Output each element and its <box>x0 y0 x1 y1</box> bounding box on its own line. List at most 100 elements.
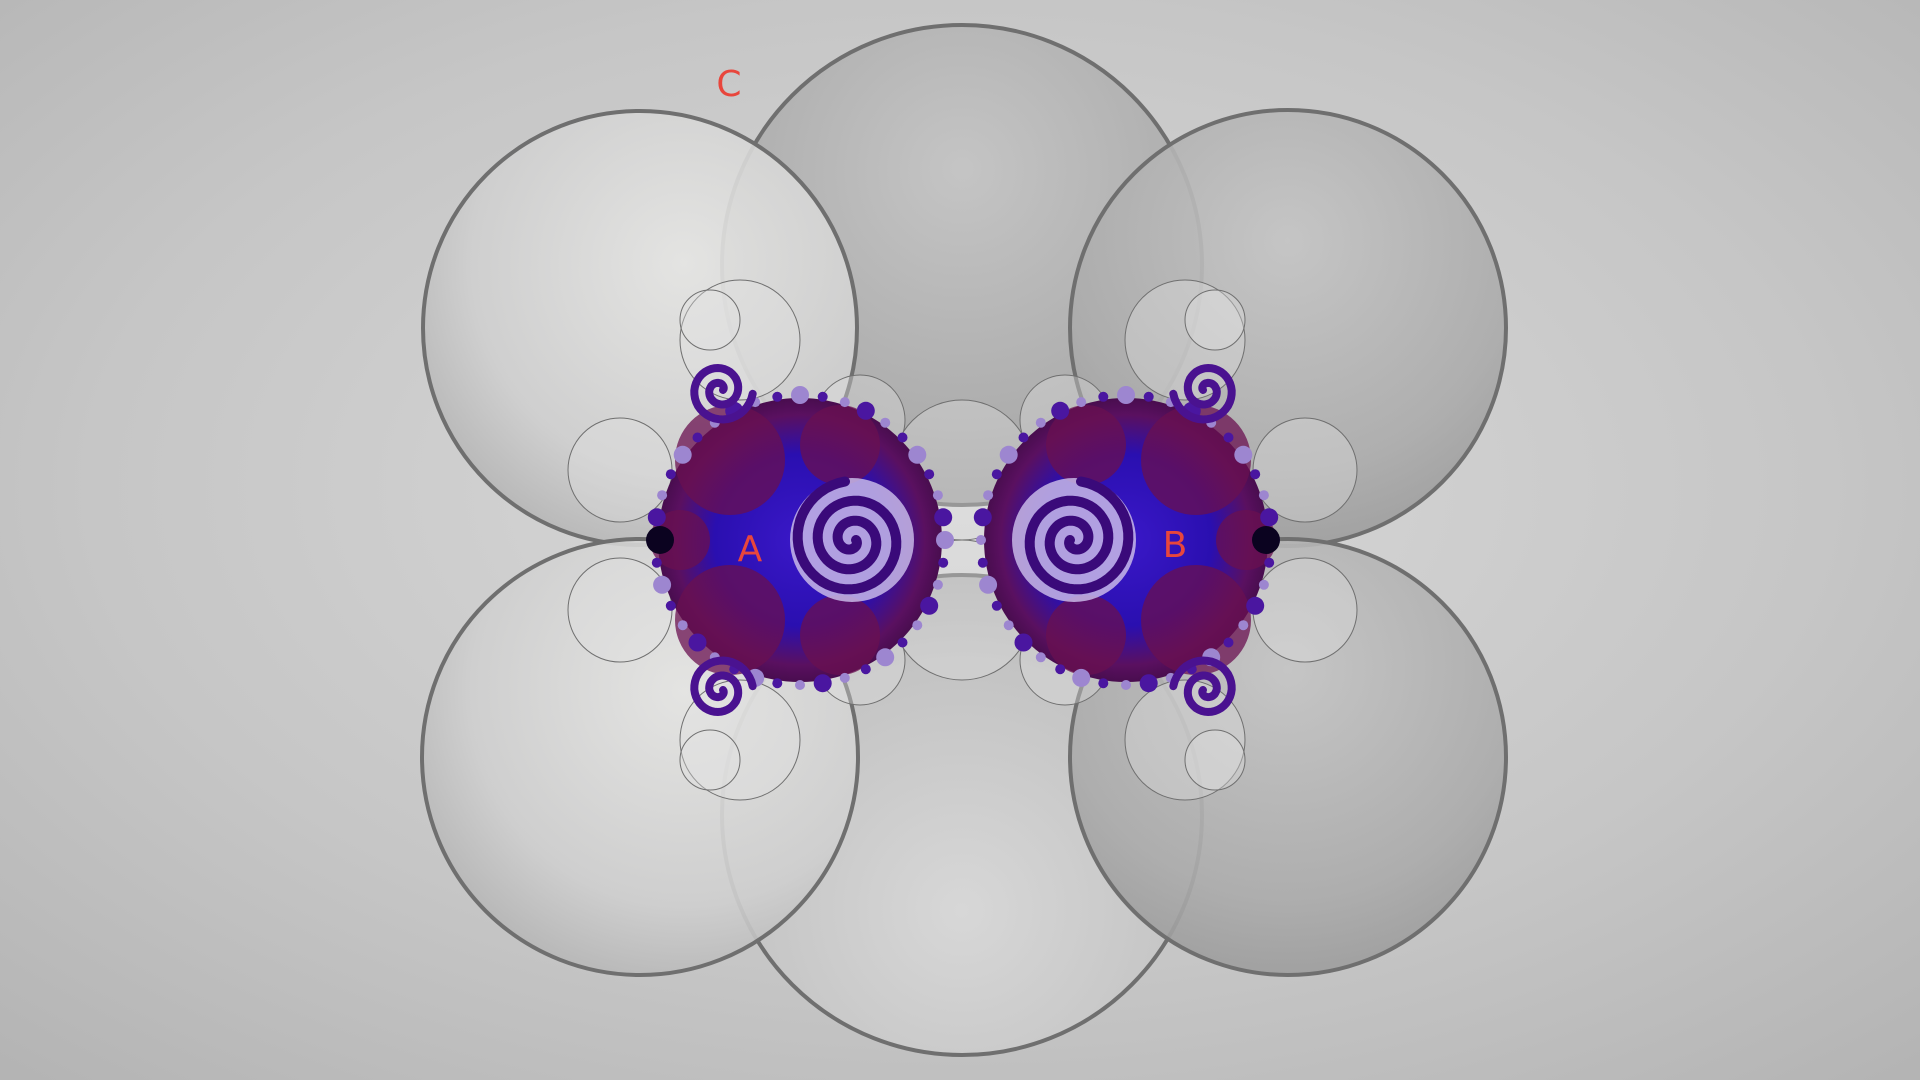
fractal-bead <box>647 508 666 527</box>
fractal-bead <box>999 445 1018 464</box>
fractal-bead <box>977 557 988 568</box>
filler-circle-0 <box>567 417 673 523</box>
fractal-petal-3 <box>800 595 880 675</box>
fractal-petal-1 <box>1141 565 1251 675</box>
fractal-bead <box>938 557 949 568</box>
fractal-blob-right <box>973 363 1280 717</box>
fractal-node <box>1252 526 1280 554</box>
fractal-bead <box>936 531 954 549</box>
filler-circle-10 <box>679 289 741 351</box>
fractal-bead <box>677 620 688 631</box>
filler-circles <box>567 279 1358 801</box>
fractal-bead <box>1003 620 1014 631</box>
fractal-bead <box>897 637 908 648</box>
fractal-petal-0 <box>1141 405 1251 515</box>
fractal-spiral <box>1024 476 1134 595</box>
boundary-circles <box>420 23 1508 1057</box>
label-b: B <box>1163 525 1188 566</box>
fractal-bead <box>991 600 1002 611</box>
fractal-bead <box>991 469 1002 480</box>
fractal-bead <box>880 417 891 428</box>
fractal-bead <box>653 575 672 594</box>
fractal-bead <box>934 508 953 527</box>
fractal-bead <box>932 579 943 590</box>
fractal-bead <box>1143 391 1154 402</box>
fractal-bead <box>1234 445 1253 464</box>
fractal-bead <box>860 664 871 675</box>
fractal-bead <box>692 432 703 443</box>
fractal-bead <box>920 596 939 615</box>
fractal-bead <box>1139 674 1158 693</box>
fractal-bead <box>876 648 895 667</box>
filler-circle-2 <box>1252 417 1358 523</box>
fractal-bead <box>817 391 828 402</box>
fractal-bead <box>932 490 943 501</box>
fractal-spiral <box>792 476 902 595</box>
fractal-bead <box>1238 620 1249 631</box>
fractal-bead <box>1121 680 1131 690</box>
fractal-bead <box>657 490 668 501</box>
fractal-bead <box>791 386 809 404</box>
fractal-bead <box>1098 678 1109 689</box>
label-c: C <box>716 64 741 105</box>
filler-circle-12 <box>679 729 741 791</box>
fractal-bead <box>976 535 986 545</box>
fractal-bead <box>1223 432 1234 443</box>
filler-circle-1 <box>567 557 673 663</box>
fractal-curl-1 <box>1169 656 1236 717</box>
fractal-bead <box>665 469 676 480</box>
fractal-bead <box>651 557 662 568</box>
fractal-bead <box>1018 432 1029 443</box>
fractal-bead <box>1246 596 1265 615</box>
fractal-petal-2 <box>1046 405 1126 485</box>
fractal-bead <box>665 600 676 611</box>
fractal-curl-0 <box>1169 363 1236 424</box>
fractal-blob-left <box>646 363 954 717</box>
fractal-bead <box>772 391 783 402</box>
fractal-bead <box>856 401 875 420</box>
fractal-curl-1 <box>690 656 757 717</box>
fractal-bead <box>1258 490 1269 501</box>
fractal-bead <box>1035 417 1046 428</box>
fractal-bead <box>979 575 998 594</box>
filler-circle-11 <box>1184 289 1246 351</box>
fractal-bead <box>1014 633 1033 652</box>
fractal-bead <box>813 674 832 693</box>
fractal-bead <box>1223 637 1234 648</box>
fractal-bead <box>1035 652 1046 663</box>
fractal-bead <box>924 469 935 480</box>
label-a: A <box>738 529 763 570</box>
fractal-petal-0 <box>675 405 785 515</box>
fractal-petal-4 <box>650 510 710 570</box>
fractal-bead <box>973 508 992 527</box>
fractal-bead <box>1076 397 1087 408</box>
fractal-bead <box>1258 579 1269 590</box>
fractal-bead <box>795 680 805 690</box>
fractal-bead <box>1260 508 1279 527</box>
fractal-bead <box>673 445 692 464</box>
fractal-bead <box>839 397 850 408</box>
fractal-bead <box>772 678 783 689</box>
fractal-bead <box>1098 391 1109 402</box>
fractal-bead <box>1250 469 1261 480</box>
fractal-petal-2 <box>800 405 880 485</box>
fractal-bead <box>1117 386 1135 404</box>
fractal-bead <box>1072 668 1091 687</box>
fractal-bead <box>897 432 908 443</box>
filler-circle-3 <box>1252 557 1358 663</box>
fractal-petal-4 <box>1216 510 1276 570</box>
fractal-bead <box>1264 557 1275 568</box>
fractal-node <box>646 526 674 554</box>
fractal-bead <box>983 490 994 501</box>
fractal-bead <box>839 672 850 683</box>
fractal-curl-0 <box>690 363 757 424</box>
filler-circle-13 <box>1184 729 1246 791</box>
fractal-bead <box>908 445 927 464</box>
fractal-bead <box>912 620 923 631</box>
fractal-petal-3 <box>1046 595 1126 675</box>
fractal-bead <box>1051 401 1070 420</box>
fractal-bead <box>688 633 707 652</box>
fractal-bead <box>1055 664 1066 675</box>
